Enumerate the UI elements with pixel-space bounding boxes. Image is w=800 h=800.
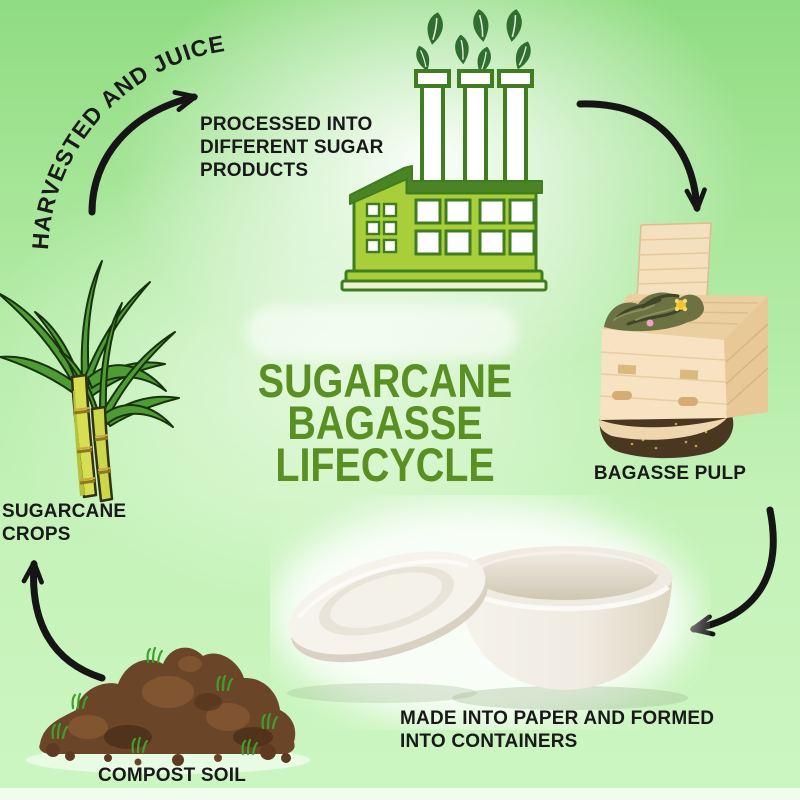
sugarcane-crops-icon: [0, 260, 180, 503]
processed-label: PROCESSED INTO DIFFERENT SUGAR PRODUCTS: [200, 114, 384, 181]
harvested-arc-label: HARVESTED AND JUICED: [0, 0, 227, 250]
box-front-face: [599, 329, 727, 440]
arrow-compost-to-crops: [21, 560, 106, 682]
leaves-icon: [412, 7, 536, 77]
title-line-3: LIFECYCLE: [275, 438, 495, 491]
arrow-pulp-to-bowl: [690, 506, 777, 637]
factory-small-windows: [365, 202, 398, 254]
bottom-light-strip: [0, 788, 800, 800]
factory-chimneys: [414, 69, 534, 189]
title-line-2: BAGASSE: [287, 396, 483, 449]
factory-icon: [340, 7, 548, 292]
box-right-face: [724, 296, 769, 418]
sugarcane-leaves: [0, 260, 180, 428]
containers-label: MADE INTO PAPER AND FORMED INTO CONTAINE…: [400, 708, 715, 752]
bagasse-bowl-and-lid-icon: [270, 501, 694, 725]
sugarcane-crops-label: SUGARCANE CROPS: [2, 501, 127, 545]
bowl-shadow: [452, 686, 688, 710]
lid-shadow: [287, 683, 477, 703]
pulp-organic-matter: [604, 292, 704, 332]
title-line-1: SUGARCANE: [257, 354, 513, 407]
factory-big-windows: [414, 198, 536, 256]
compost-soil-label: COMPOST SOIL: [98, 765, 247, 786]
arrow-crops-to-factory: [88, 90, 198, 216]
compost-mound: [39, 647, 296, 766]
bagasse-pulp-label: BAGASSE PULP: [593, 463, 747, 484]
box-back-flap: [636, 222, 712, 300]
bowl: [457, 546, 673, 690]
bagasse-pulp-box-icon: [599, 222, 769, 459]
title-highlight-blob: [246, 306, 518, 358]
arrow-factory-to-pulp: [576, 100, 707, 212]
sugarcane-stalks: [70, 373, 114, 503]
page-title: SUGARCANE BAGASSE LIFECYCLE: [242, 354, 528, 491]
factory-building: [340, 165, 548, 292]
compost-pile-icon: [26, 646, 310, 774]
bowl-lid: [288, 551, 488, 663]
